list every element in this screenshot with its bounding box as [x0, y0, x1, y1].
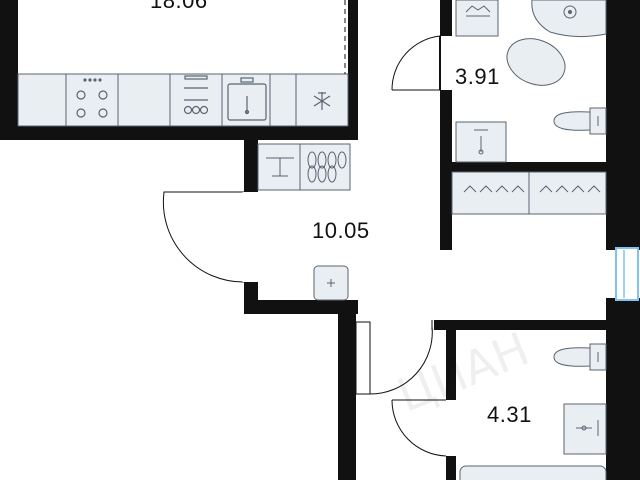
wall-bath-bottom-left [446, 320, 456, 400]
wall-left-top [0, 0, 18, 140]
wall-lower-left [338, 310, 356, 480]
wall-kitchen-bottom [0, 126, 358, 140]
room-area-top-left: 18.06 [150, 0, 208, 13]
wall-bath-top-bottom [440, 162, 610, 172]
wardrobe-icon [451, 171, 607, 215]
room-area-bathroom-top: 3.91 [455, 64, 500, 89]
stove-icon [76, 78, 108, 118]
room-area-bathroom-bottom: 4.31 [487, 402, 532, 427]
toilet-icon-bottom [553, 343, 607, 371]
kitchen-counter [17, 73, 349, 127]
shower-icon [531, 0, 607, 38]
fridge-icon [313, 92, 331, 110]
wall-hall-bottom [244, 300, 358, 314]
toilet-icon [553, 107, 607, 135]
wall-hall-left-low [244, 282, 258, 304]
door-bathroom-top [391, 35, 441, 91]
wall-right-bottom [606, 298, 640, 480]
bathtub-icon [459, 465, 607, 480]
wall-kitchen-right [348, 0, 358, 140]
door-hall-left [162, 191, 246, 283]
door-bathroom-bottom [391, 399, 447, 457]
bathtub-oval-icon [506, 38, 566, 86]
door-lower-left [355, 320, 433, 395]
room-area-hall: 10.05 [312, 218, 370, 243]
wall-bath-bottom-top [434, 320, 610, 330]
shoe-rack-icon [257, 143, 351, 191]
wall-hall-left-stub [244, 140, 258, 192]
washbasin-icon [455, 121, 507, 163]
electrical-panel-icon [313, 265, 349, 301]
wall-bath-bottom-left-low [446, 456, 456, 480]
wall-right-top [606, 0, 640, 250]
dishwasher-icon [183, 75, 209, 115]
washing-machine-icon [455, 0, 499, 37]
window [615, 247, 639, 301]
sink-icon [227, 77, 267, 121]
washbasin-icon-bottom [563, 403, 607, 455]
wall-bath-top-left [440, 0, 452, 36]
